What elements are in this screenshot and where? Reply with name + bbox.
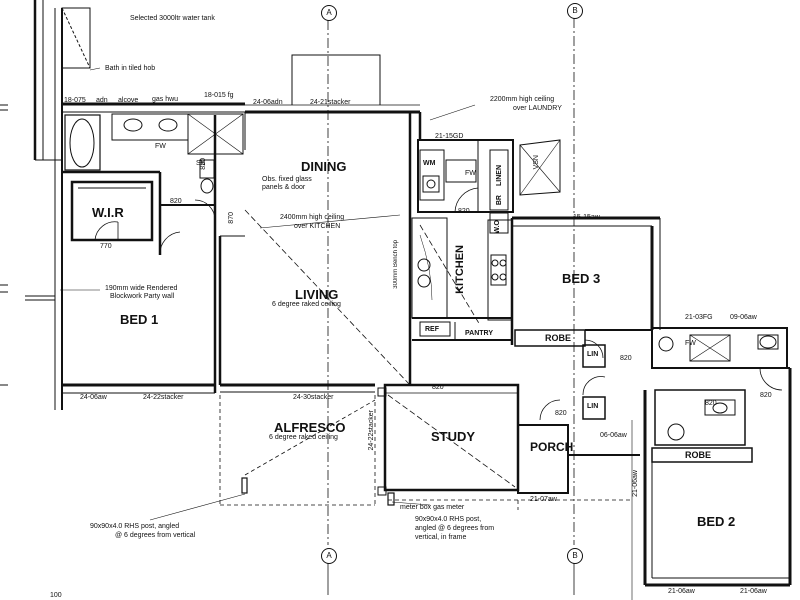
dim-21-06aw-bottom-1: 21-06aw [668, 588, 695, 595]
tag-wo: W.O [494, 220, 501, 234]
grid-bubble-a-bottom: A [321, 548, 337, 564]
note-dining-2: panels & door [262, 184, 306, 191]
dim-820-study: 820 [432, 384, 444, 391]
dim-adn: adn [96, 97, 108, 104]
dim-24-22stacker-alfresco: 24-22stacker [368, 410, 375, 451]
dim-820-lin: 820 [620, 355, 632, 362]
dim-06-06aw: 06-06aw [600, 432, 627, 439]
dim-820-laundry: 820 [458, 208, 470, 215]
room-label-porch: PORCH [530, 440, 574, 454]
note-party-wall-1: 190mm wide Rendered [105, 285, 178, 292]
note-bath: Bath in tiled hob [105, 65, 156, 72]
dim-870: 870 [228, 212, 235, 224]
room-label-bed2: BED 2 [697, 514, 736, 529]
dim-gas-hwu: gas hwu [152, 96, 179, 103]
dim-18-075: 18-075 [64, 97, 86, 104]
dim-24-30stacker: 24-30stacker [293, 394, 334, 401]
note-water-tank: Selected 3000ltr water tank [130, 15, 215, 22]
room-label-kitchen: KITCHEN [454, 245, 466, 294]
note-alfresco-ceiling: 6 degree raked ceiling [269, 434, 338, 441]
dim-24-06adn: 24-06adn [253, 99, 283, 106]
tag-br: BR [496, 195, 503, 206]
tag-ref: REF [425, 326, 439, 333]
dim-21-03fg: 21-03FG [685, 314, 713, 321]
dim-820-porch: 820 [555, 410, 567, 417]
note-post-2-line-3: vertical, in frame [415, 534, 467, 541]
note-benchtop: 300mm Bench top [393, 240, 399, 289]
dim-18-015-fg: 18-015 fg [204, 92, 234, 99]
note-party-wall-2: Blockwork Party wall [110, 293, 175, 300]
tag-fw-1: FW [155, 143, 166, 150]
note-post-2-line-1: 90x90x4.0 RHS post, [415, 516, 482, 523]
tag-robe-2: ROBE [685, 450, 712, 460]
room-label-study: STUDY [431, 429, 476, 444]
grid-bubble-b-bottom: B [567, 548, 583, 564]
room-label-living: LIVING [295, 287, 339, 302]
dim-24-22stacker-bed1: 24-22stacker [143, 394, 184, 401]
note-post-2-line-2: angled @ 6 degrees from [415, 525, 495, 532]
dim-820-bath: 820 [760, 392, 772, 399]
tag-fw-3: FW [465, 170, 476, 177]
dim-820-ens2: 820 [705, 400, 717, 407]
room-label-bed1: BED 1 [120, 312, 159, 327]
tag-lin-1: LIN [587, 351, 599, 358]
tag-pantry: PANTRY [465, 330, 493, 337]
tag-vsn: VSN [533, 155, 540, 170]
dim-24-06aw: 24-06aw [80, 394, 107, 401]
dim-15-15aw: 15-15aw [573, 214, 600, 221]
dim-21-07aw: 21-07aw [530, 496, 557, 503]
tag-linen: LINEN [496, 165, 503, 186]
tag-robe-1: ROBE [545, 333, 572, 343]
room-label-bed3: BED 3 [562, 271, 601, 286]
note-living-ceiling: 6 degree raked ceiling [272, 301, 341, 308]
section-lines [327, 18, 575, 545]
tag-sb: SB [196, 160, 206, 167]
dim-21-06aw-side: 21-06aw [632, 470, 639, 497]
room-label-alfresco: ALFRESCO [274, 420, 346, 435]
room-label-wir: W.I.R [92, 205, 124, 220]
grid-bubble-b-top: B [567, 3, 583, 19]
dim-21-15gd: 21-15GD [435, 133, 464, 140]
dim-24-21stacker: 24-21stacker [310, 99, 351, 106]
note-ceiling-kitchen-1: 2400mm high ceiling [280, 214, 345, 221]
dim-09-06aw: 09-06aw [730, 314, 757, 321]
dim-770: 770 [100, 243, 112, 250]
note-ceiling-laundry-2: over LAUNDRY [513, 105, 562, 112]
tag-fw-2: FW [685, 340, 696, 347]
grid-bubble-a-top: A [321, 5, 337, 21]
note-ceiling-kitchen-2: over KITCHEN [294, 223, 341, 230]
note-ceiling-laundry-1: 2200mm high ceiling [490, 96, 555, 103]
bottom-label: 100 [50, 592, 62, 599]
note-post-1-line-1: 90x90x4.0 RHS post, angled [90, 523, 180, 530]
dim-alcove: alcove [118, 97, 139, 104]
room-label-dining: DINING [301, 159, 347, 174]
tag-wm: WM [423, 160, 436, 167]
note-post-1-line-2: @ 6 degrees from vertical [115, 532, 196, 539]
dim-820-wc: 820 [170, 198, 182, 205]
dim-21-06aw-bottom-2: 21-06aw [740, 588, 767, 595]
note-dining-1: Obs. fixed glass [262, 176, 312, 183]
tag-lin-2: LIN [587, 403, 599, 410]
note-meter: meter box gas meter [400, 504, 465, 511]
